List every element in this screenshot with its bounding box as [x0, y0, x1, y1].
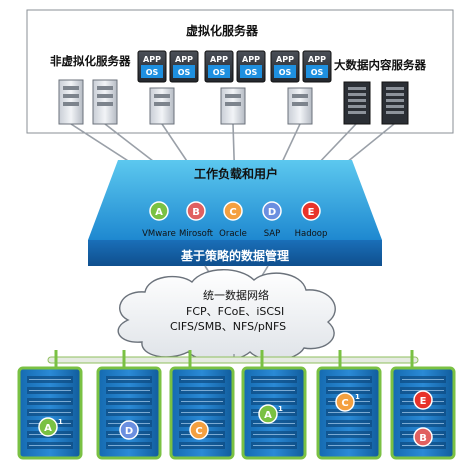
- workload-letter: A: [155, 207, 163, 218]
- workload-name: Oracle: [219, 229, 247, 239]
- storage-cabinet: C1: [316, 366, 382, 460]
- svg-text:A: A: [44, 423, 52, 434]
- vm-app-label: APP: [242, 55, 260, 64]
- non-virtual-server-1: [58, 79, 84, 125]
- svg-text:C: C: [195, 426, 202, 437]
- workload-name: Hadoop: [295, 229, 328, 239]
- vm-tile: APP OS: [137, 50, 167, 83]
- vm-tile: APP OS: [204, 50, 234, 83]
- svg-text:C: C: [341, 398, 348, 409]
- virtual-server-3: [287, 87, 313, 125]
- workload-badge: [223, 201, 243, 221]
- workload-letter: C: [229, 207, 236, 218]
- storage-cabinet: A1: [241, 366, 307, 460]
- svg-text:B: B: [419, 433, 427, 444]
- workload-letter: B: [192, 207, 200, 218]
- storage-cabinet: D: [96, 366, 162, 460]
- workload-item: C Oracle: [219, 201, 247, 239]
- svg-text:1: 1: [58, 418, 63, 426]
- vm-tile: APP OS: [236, 50, 266, 83]
- storage-badge: E: [413, 390, 433, 410]
- vm-tiles: APP OS APP OS APP OS APP OS APP OS APP OS: [137, 50, 332, 83]
- vm-os-label: OS: [245, 68, 258, 77]
- workload-name: Mirosoft: [179, 229, 214, 239]
- non-virtual-server-2: [92, 79, 118, 125]
- workload-badge: [186, 201, 206, 221]
- big-data-server-2: [381, 81, 409, 125]
- vm-app-label: APP: [276, 55, 294, 64]
- workload-letter: D: [268, 207, 276, 218]
- platform-footer: 基于策略的数据管理: [181, 249, 290, 263]
- workload-item: E Hadoop: [295, 201, 328, 239]
- non-virtualized-servers-label: 非虚拟化服务器: [50, 54, 131, 68]
- cloud-protocols-1: FCP、FCoE、iSCSI: [186, 305, 285, 318]
- workload-list: A VMware B Mirosoft C Oracle D SAP E Hadoop: [142, 201, 328, 239]
- cloud-title: 统一数据网络: [203, 289, 269, 302]
- vm-app-label: APP: [210, 55, 228, 64]
- svg-text:D: D: [125, 426, 133, 437]
- cloud-protocols-2: CIFS/SMB、NFS/pNFS: [170, 320, 287, 333]
- vm-os-label: OS: [279, 68, 292, 77]
- storage-cabinet: EB: [390, 366, 456, 460]
- storage-bus: [47, 350, 419, 368]
- workload-badge: [149, 201, 169, 221]
- vm-tile: APP OS: [270, 50, 300, 83]
- storage-badge: D: [119, 420, 139, 440]
- workload-name: SAP: [264, 229, 281, 239]
- workload-item: D SAP: [262, 201, 282, 239]
- storage-badge: C1: [335, 392, 360, 412]
- workload-badge: [262, 201, 282, 221]
- svg-text:E: E: [420, 396, 427, 407]
- workload-item: A VMware: [142, 201, 176, 239]
- svg-text:A: A: [264, 410, 272, 421]
- svg-text:1: 1: [355, 393, 360, 401]
- workload-item: B Mirosoft: [179, 201, 214, 239]
- vm-os-label: OS: [146, 68, 159, 77]
- virtualized-servers-title: 虚拟化服务器: [186, 24, 259, 38]
- svg-text:1: 1: [278, 405, 283, 413]
- vm-os-label: OS: [213, 68, 226, 77]
- vm-app-label: APP: [308, 55, 326, 64]
- platform-title: 工作负载和用户: [194, 167, 279, 181]
- vm-os-label: OS: [311, 68, 324, 77]
- vm-app-label: APP: [175, 55, 193, 64]
- workload-badge: [301, 201, 321, 221]
- workload-letter: E: [308, 207, 315, 218]
- virtual-server-2: [220, 87, 246, 125]
- vm-app-label: APP: [143, 55, 161, 64]
- vm-tile: APP OS: [302, 50, 332, 83]
- storage-cabinet: C: [169, 366, 235, 460]
- storage-badge: A1: [258, 404, 283, 424]
- storage-badge: B: [413, 427, 433, 447]
- big-data-server-1: [343, 81, 371, 125]
- vm-tile: APP OS: [169, 50, 199, 83]
- big-data-servers-label: 大数据内容服务器: [334, 58, 426, 72]
- virtual-server-1: [149, 87, 175, 125]
- storage-cabinet: A1: [17, 366, 83, 460]
- vm-os-label: OS: [178, 68, 191, 77]
- platform-front: [88, 240, 382, 266]
- workload-name: VMware: [142, 229, 176, 239]
- storage-badge: A1: [38, 417, 63, 437]
- network-cloud: [117, 269, 336, 362]
- storage-badge: C: [189, 420, 209, 440]
